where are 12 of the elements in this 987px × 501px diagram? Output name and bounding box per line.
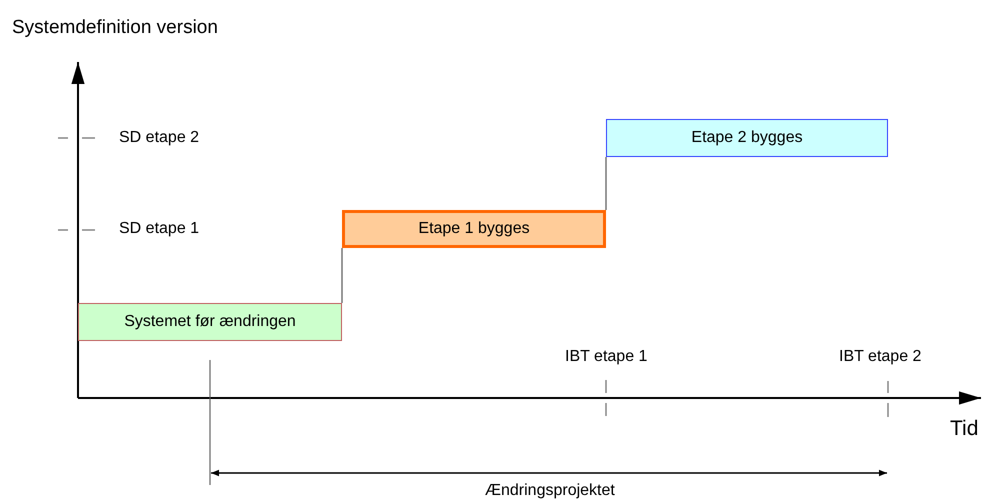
axis-label: SD etape 1 [119,219,200,239]
milestone-label: IBT etape 2 [839,347,922,367]
connector-line [341,248,343,303]
axis-title: Systemdefinition version [12,16,218,39]
axis-label: SD etape 2 [119,128,200,148]
state-bar: Systemet før ændringen [78,303,342,341]
connector-line [605,157,607,210]
axis-title: Tid [950,416,978,441]
milestone-label: IBT etape 1 [565,347,648,367]
dimension-label: Ændringsprojektet [485,481,615,501]
phase-bar: Etape 1 bygges [342,210,606,248]
phase-bar: Etape 2 bygges [606,119,888,157]
